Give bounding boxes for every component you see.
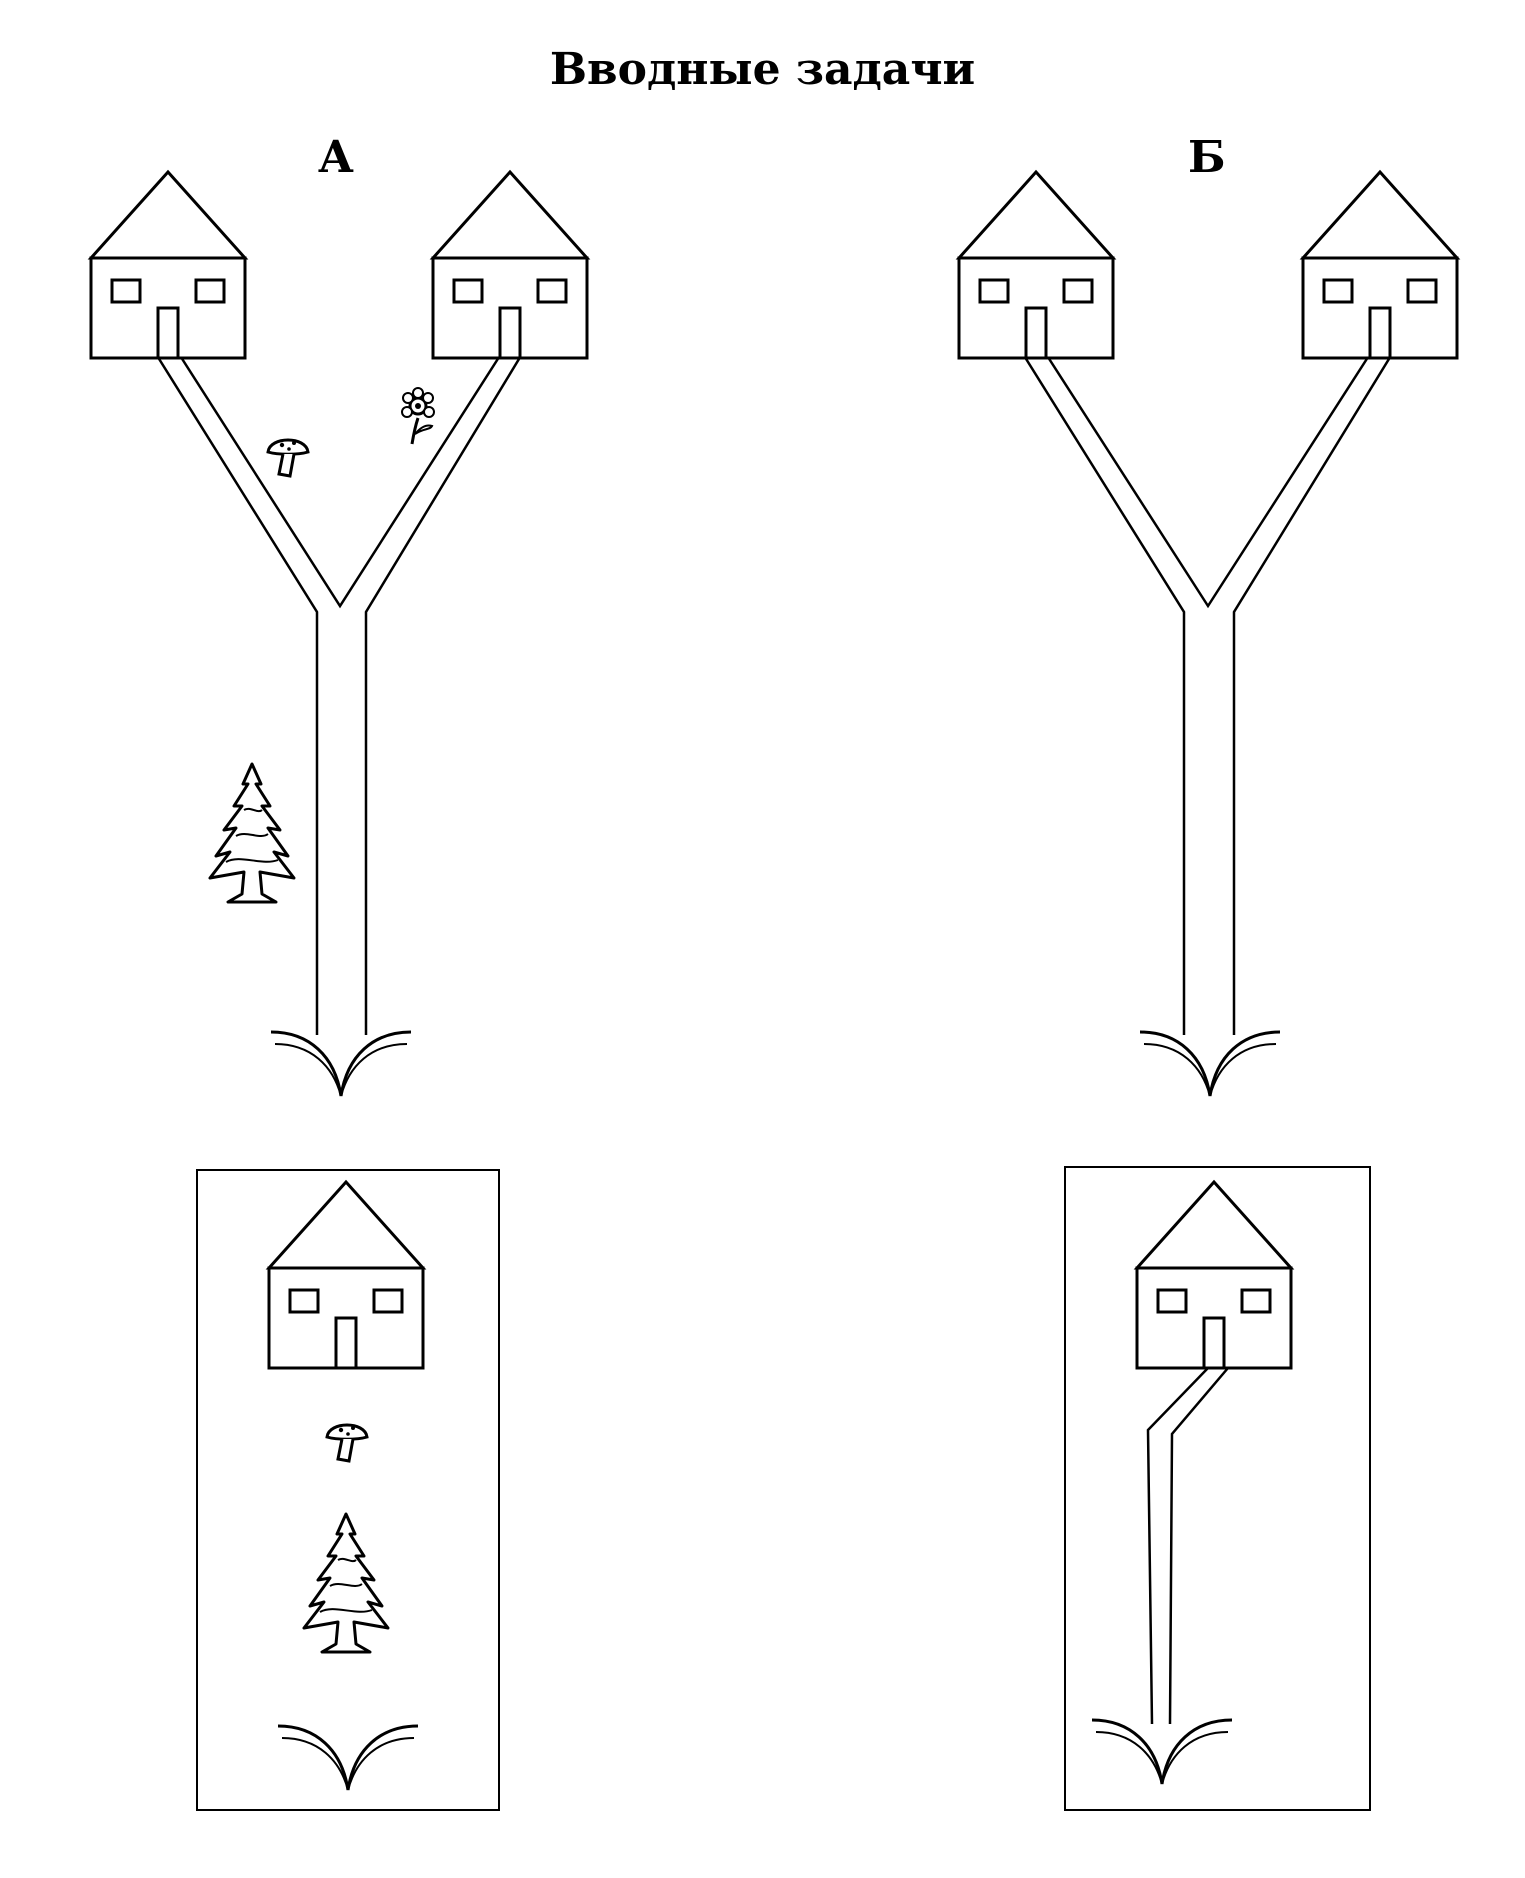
road-a — [156, 354, 522, 1035]
house-icon — [431, 170, 589, 360]
panel-label-b: Б — [1188, 132, 1226, 183]
house-icon — [89, 170, 247, 360]
house-icon — [957, 170, 1115, 360]
mushroom-icon — [325, 1423, 369, 1463]
panel-a — [89, 170, 589, 1810]
arrow-tip-icon — [276, 1724, 420, 1792]
road-b — [1023, 354, 1392, 1035]
answer-box-a — [197, 1170, 499, 1810]
answer-route-b — [1148, 1368, 1228, 1724]
panel-label-a: А — [318, 132, 354, 183]
answer-box-b — [1065, 1167, 1370, 1810]
flower-icon — [402, 388, 434, 444]
house-icon — [1301, 170, 1459, 360]
arrow-tip-icon — [1090, 1718, 1234, 1786]
house-icon — [267, 1180, 425, 1370]
arrow-tip-icon — [269, 1030, 413, 1098]
house-icon — [1135, 1180, 1293, 1370]
fir-tree-icon — [208, 762, 296, 904]
mushroom-icon — [266, 438, 310, 478]
arrow-tip-icon — [1138, 1030, 1282, 1098]
panel-b — [957, 170, 1459, 1810]
page-title: Вводные задачи — [549, 44, 976, 95]
fir-tree-icon — [302, 1512, 390, 1654]
